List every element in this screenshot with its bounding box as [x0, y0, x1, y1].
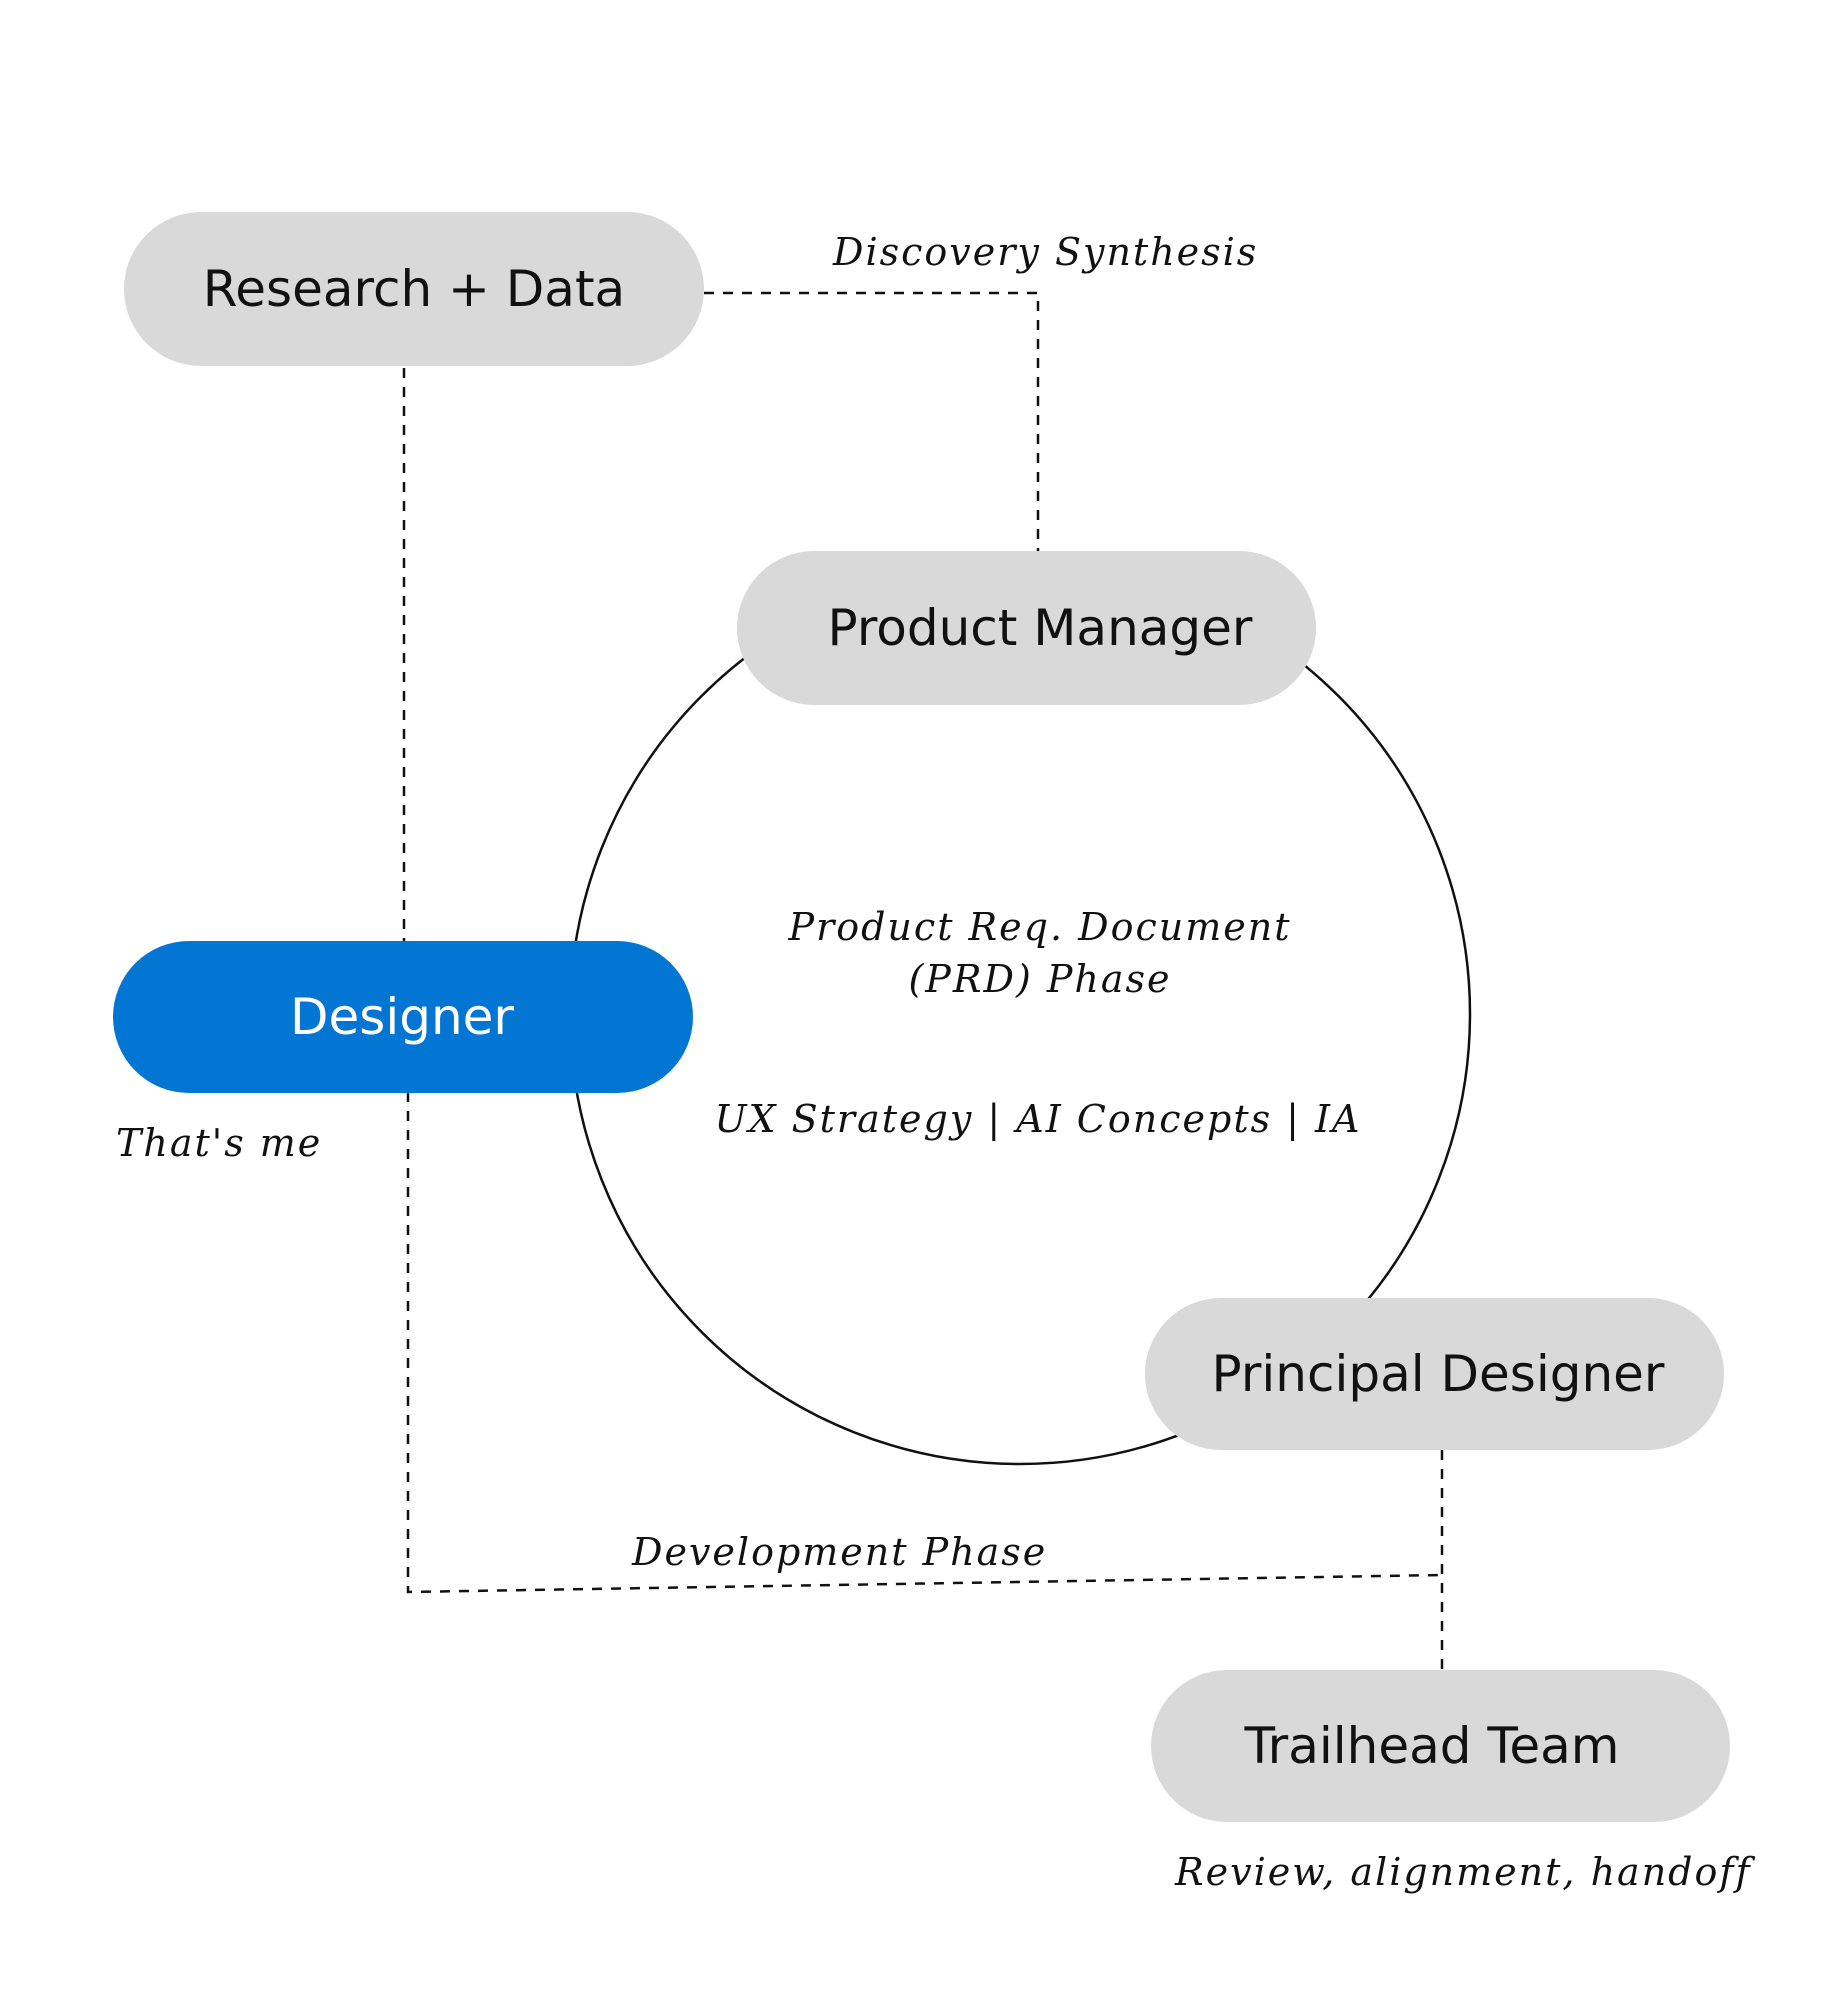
focus-areas-annotation: UX Strategy | AI Concepts | IA — [714, 1097, 1361, 1141]
product-manager-pill — [737, 551, 1316, 705]
principal-designer-label: Principal Designer — [1212, 1345, 1665, 1403]
research-data-label: Research + Data — [203, 260, 625, 318]
trailhead-team-label: Trailhead Team — [1243, 1717, 1619, 1775]
principal-designer-pill — [1145, 1298, 1724, 1450]
discovery-synthesis-annotation: Discovery Synthesis — [832, 230, 1258, 274]
principal-designer-node[interactable]: Principal Designer — [1145, 1298, 1724, 1450]
product-manager-label: Product Manager — [828, 599, 1253, 657]
designer-to-principal-connector — [406, 1092, 1443, 1594]
prd-phase-annotation-line2: (PRD) Phase — [908, 957, 1171, 1001]
research-to-pm-connector — [704, 291, 1040, 552]
thats-me-annotation: That's me — [116, 1121, 322, 1165]
trailhead-team-pill — [1151, 1670, 1730, 1822]
product-manager-node[interactable]: Product Manager — [737, 551, 1316, 705]
review-handoff-annotation: Review, alignment, handoff — [1174, 1850, 1755, 1894]
designer-pill — [113, 941, 693, 1093]
designer-node[interactable]: Designer — [113, 941, 693, 1093]
research-data-pill — [124, 212, 704, 366]
trailhead-team-node[interactable]: Trailhead Team — [1151, 1670, 1730, 1822]
designer-label: Designer — [290, 988, 514, 1046]
research-data-node[interactable]: Research + Data — [124, 212, 704, 366]
development-phase-annotation: Development Phase — [631, 1530, 1047, 1574]
connectors — [402, 291, 1444, 1670]
prd-phase-annotation-line1: Product Req. Document — [788, 905, 1292, 949]
